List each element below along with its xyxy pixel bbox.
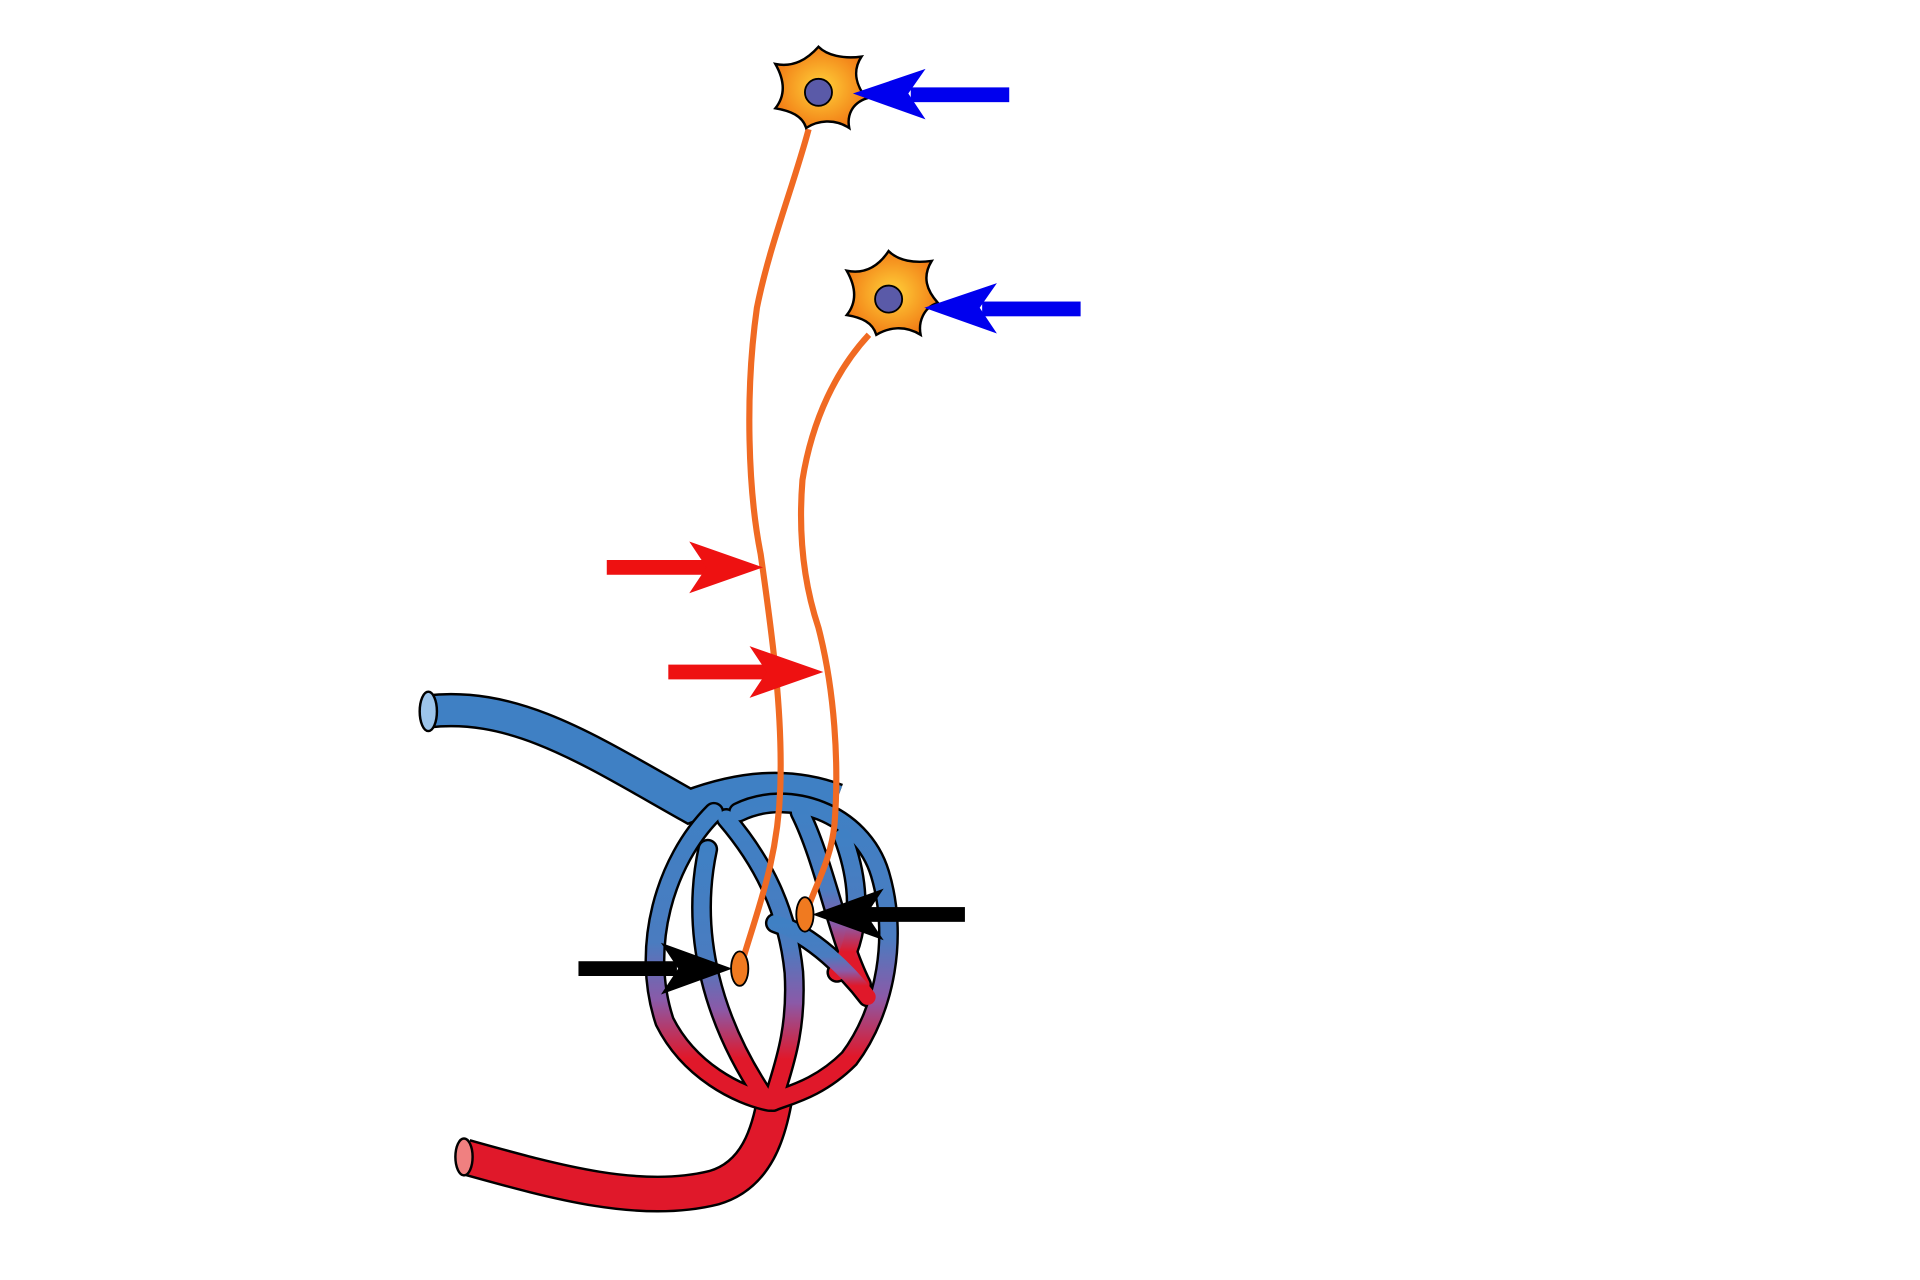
- blue-arrow-neuron-upper: [852, 68, 1010, 120]
- artery-opening: [454, 1137, 474, 1177]
- nucleus: [874, 284, 904, 314]
- axon-terminal-right: [795, 896, 815, 933]
- blue-arrow-neuron-lower: [924, 283, 1081, 334]
- red-arrow-axon-lower: [668, 646, 824, 698]
- black-arrow-terminal-right: [812, 888, 965, 941]
- neuron-upper: [772, 44, 869, 131]
- axon-upper: [737, 128, 812, 968]
- axon-terminal-left: [730, 950, 750, 987]
- capillary-network: [644, 792, 899, 1113]
- nucleus: [804, 77, 833, 107]
- neuron-lower: [844, 249, 941, 338]
- red-arrow-axon-upper: [606, 541, 764, 594]
- vein-opening: [418, 690, 439, 733]
- axon-lower: [798, 332, 872, 915]
- black-arrow-terminal-left: [578, 942, 733, 995]
